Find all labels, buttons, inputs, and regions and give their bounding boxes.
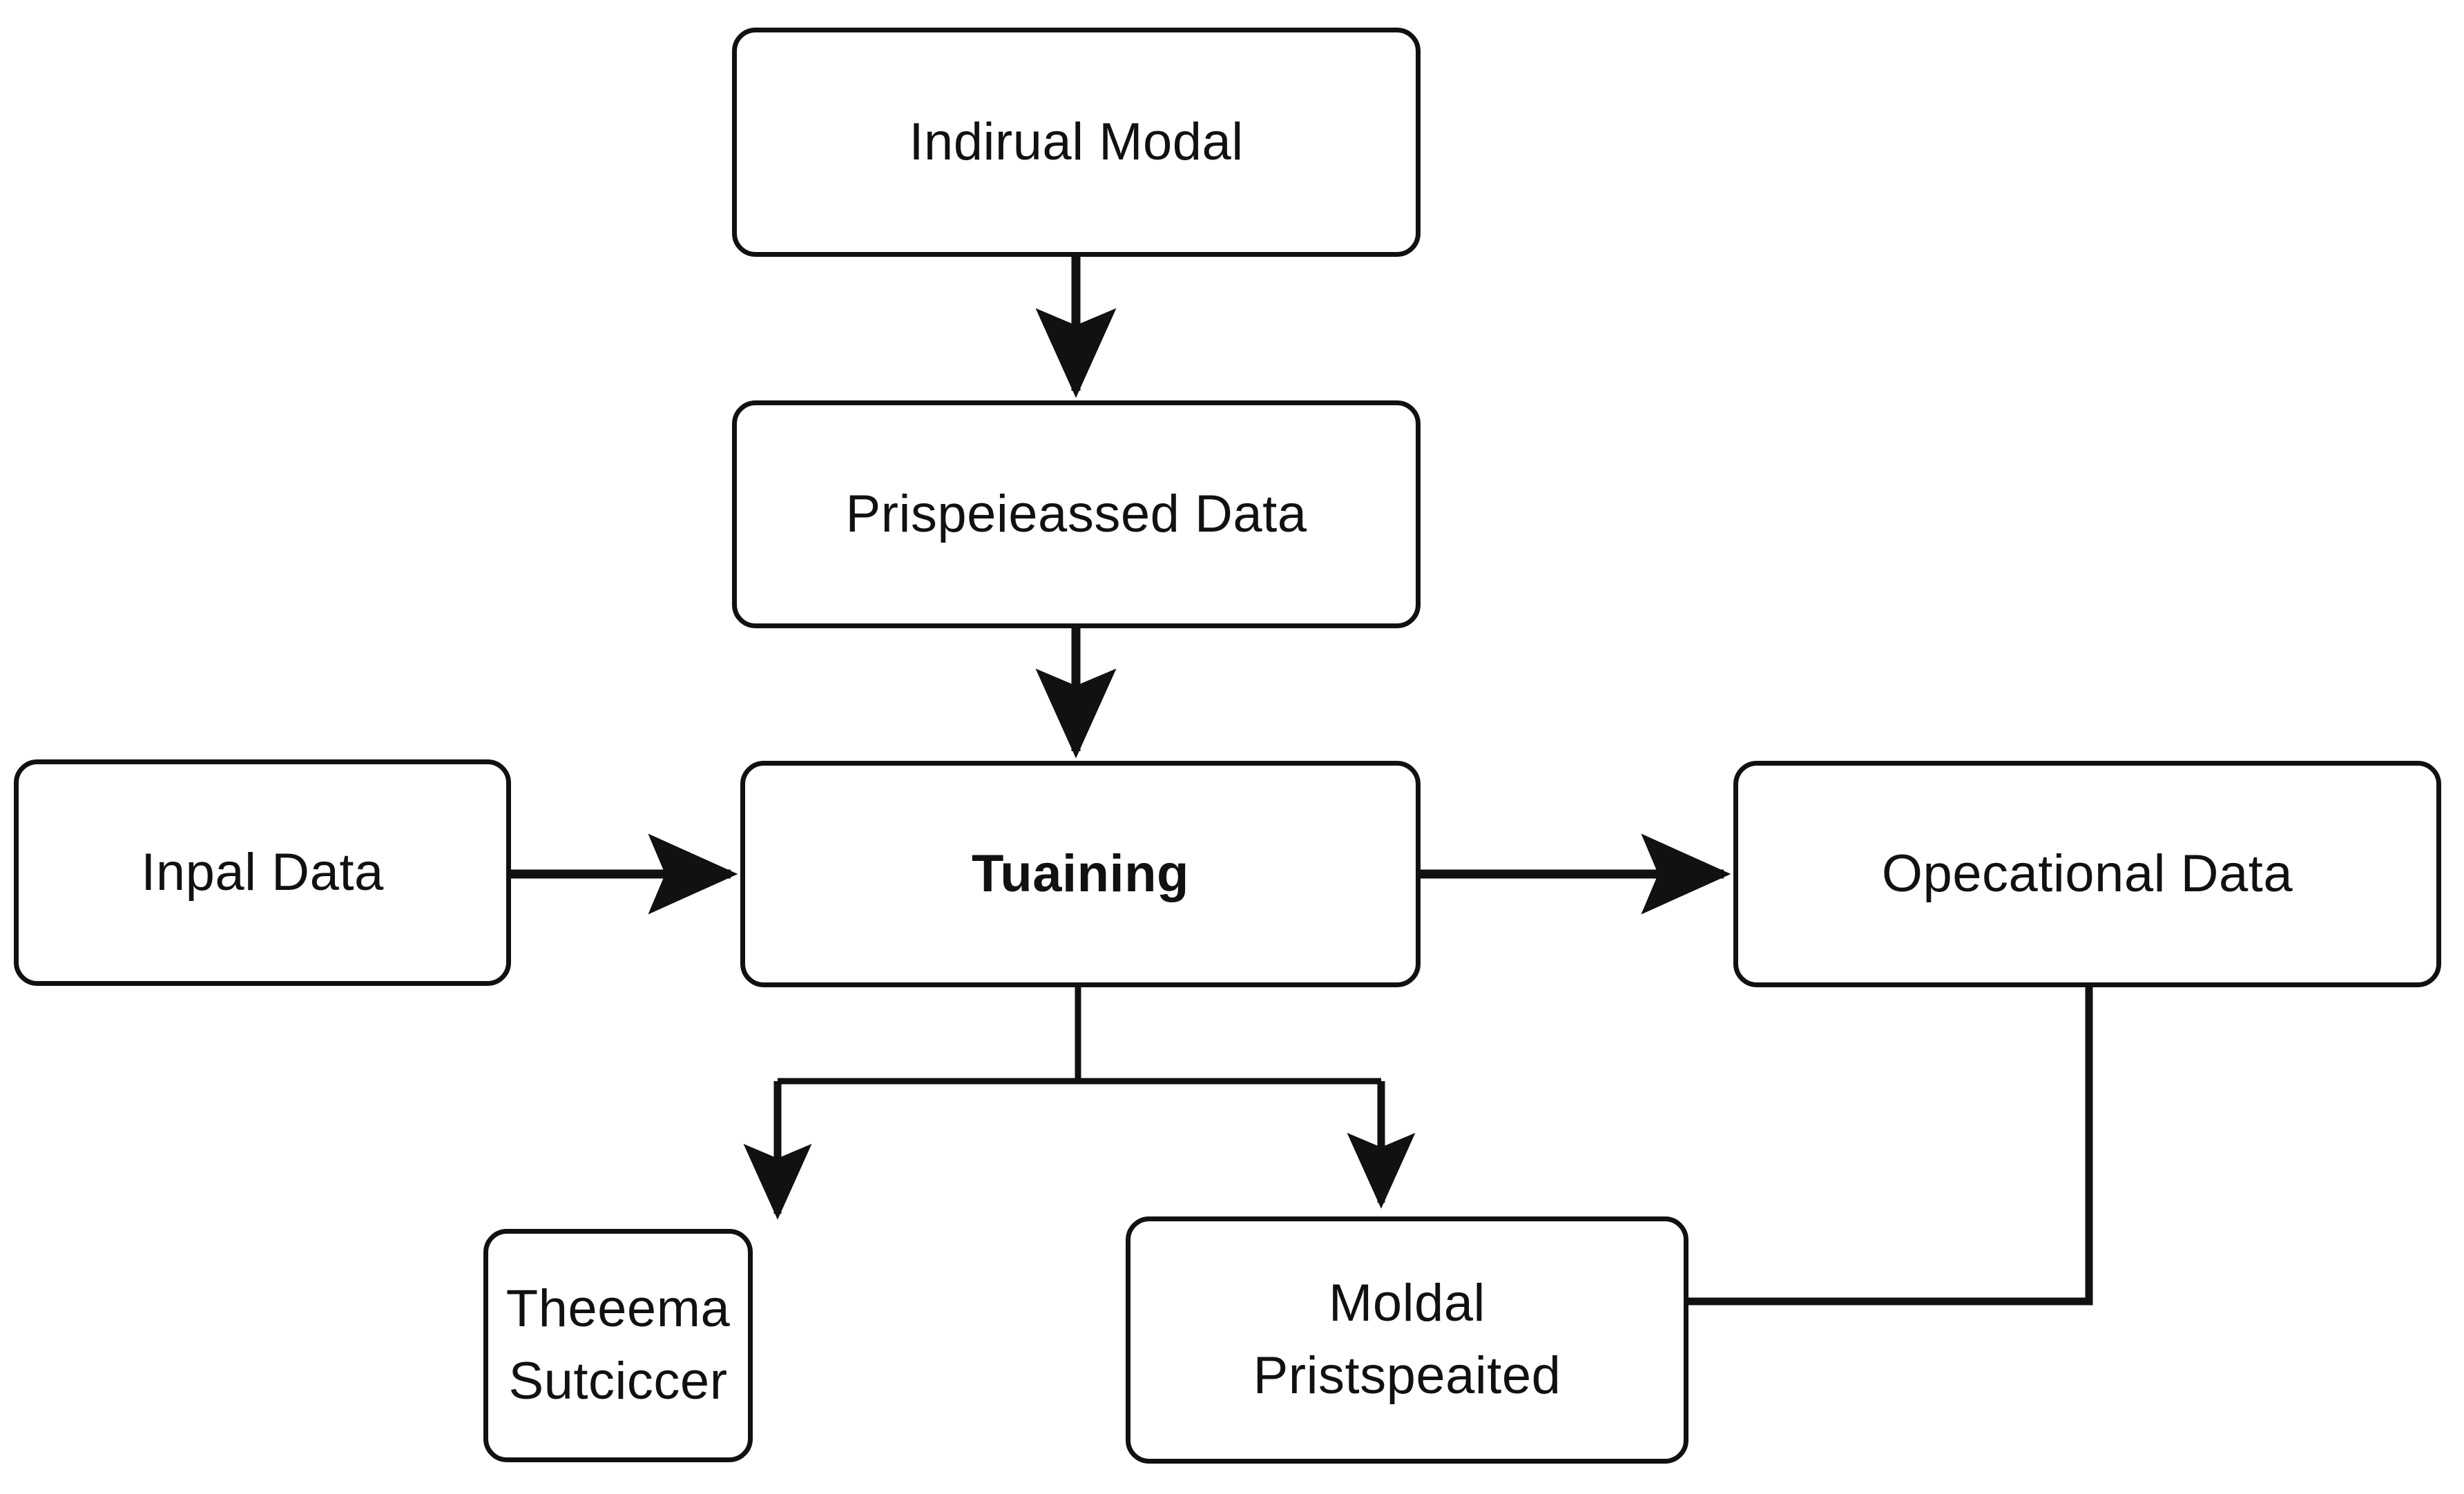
node-label: Moldal Pristspeaited: [1253, 1274, 1561, 1405]
node-prispeieassed-data[interactable]: Prispeieassed Data: [732, 400, 1421, 628]
node-label: Theeema Sutciccer: [506, 1279, 731, 1410]
node-indirual-modal[interactable]: Indirual Modal: [732, 28, 1421, 257]
node-moldal-pristspeaited[interactable]: Moldal Pristspeaited: [1126, 1216, 1688, 1464]
node-label: Tuaining: [972, 844, 1189, 903]
node-opecational-data[interactable]: Opecational Data: [1733, 761, 2441, 987]
node-tuaining[interactable]: Tuaining: [740, 761, 1421, 987]
edge-operational-to-prediction: [1688, 987, 2093, 1306]
node-label: Inpal Data: [141, 842, 384, 902]
node-label: Indirual Modal: [909, 112, 1244, 171]
node-inpal-data[interactable]: Inpal Data: [14, 759, 511, 986]
node-label: Prispeieassed Data: [845, 484, 1307, 543]
node-theeema-sutciccer[interactable]: Theeema Sutciccer: [483, 1229, 753, 1462]
node-label: Opecational Data: [1881, 844, 2293, 903]
